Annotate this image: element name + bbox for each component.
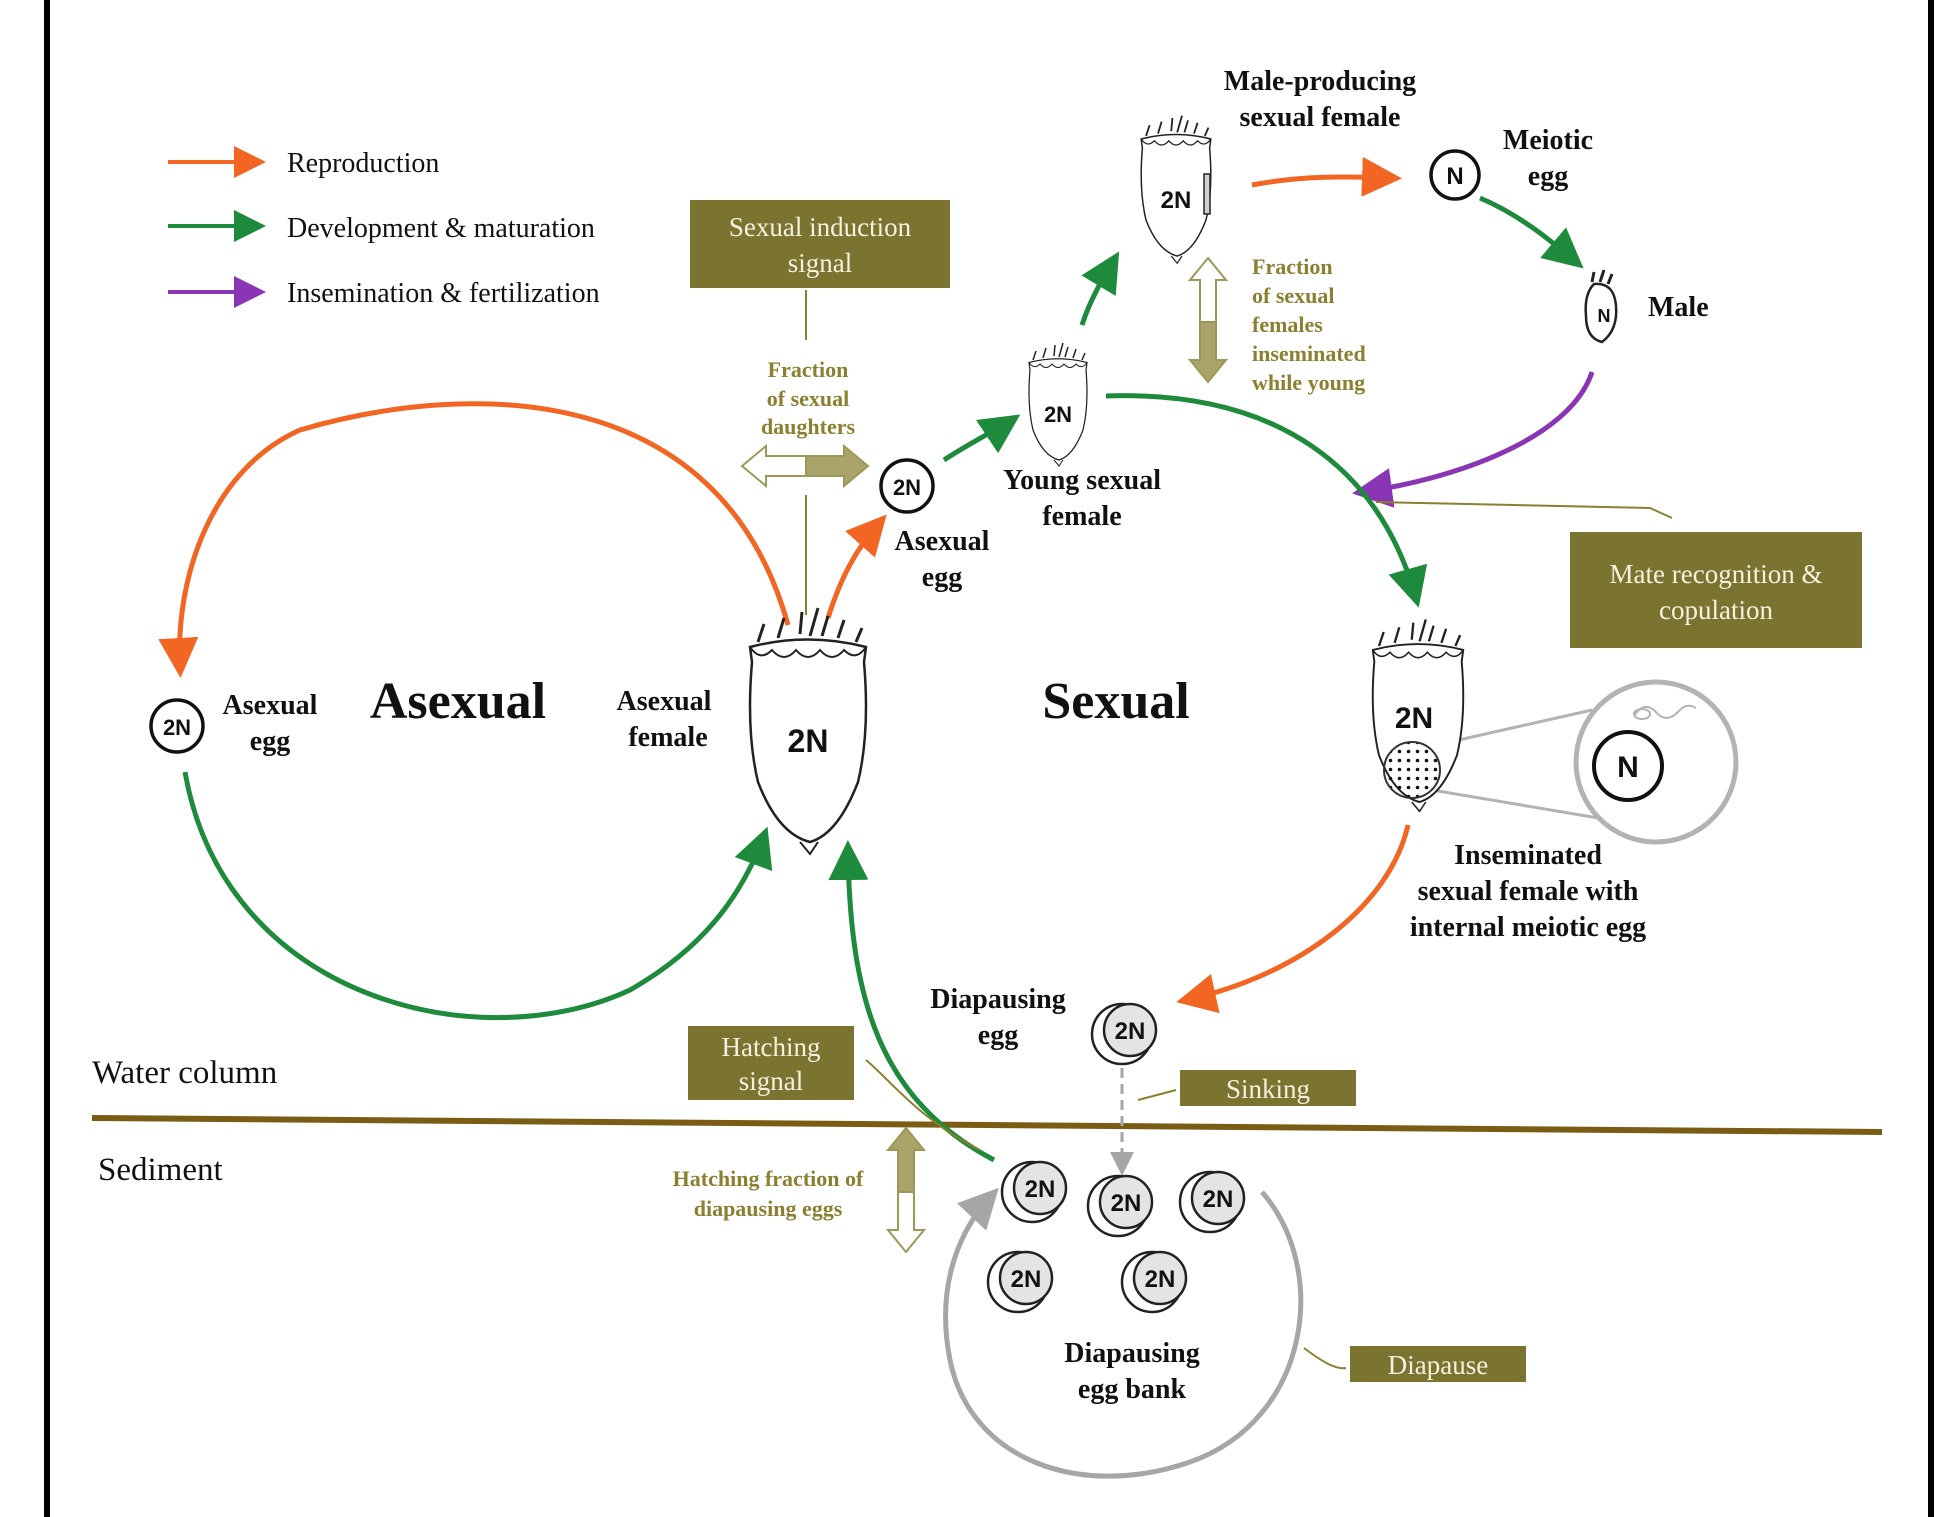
connector-lines xyxy=(805,290,1673,1370)
zoom-line-bottom xyxy=(1431,788,1623,824)
young-female-label-2: female xyxy=(1042,501,1121,532)
sinking-label: Sinking xyxy=(1226,1074,1310,1104)
male-producing-label-2: sexual female xyxy=(1240,102,1401,133)
fraction-daughters-line-2: of sexual xyxy=(767,386,850,411)
asexual-egg-production-arrow xyxy=(825,514,887,619)
asexual-title: Asexual xyxy=(370,673,546,730)
asexual-egg-right-label-2: egg xyxy=(922,562,962,593)
legend-development-label: Development & maturation xyxy=(287,213,595,244)
asexual-female-label-2: female xyxy=(628,722,707,753)
inseminated-label-1: Inseminated xyxy=(1454,840,1602,871)
diapausing-egg-label-2: egg xyxy=(978,1020,1018,1051)
sexual-induction-line-2: signal xyxy=(788,248,853,278)
asexual-female-label-1: Asexual xyxy=(617,686,712,717)
fraction-females-line-5: while young xyxy=(1252,370,1365,395)
internal-meiotic-egg xyxy=(1383,741,1441,799)
young-to-inseminated-arrow xyxy=(1105,393,1428,608)
fraction-females-line-4: inseminated xyxy=(1252,341,1366,366)
male-ploidy: N xyxy=(1598,306,1611,326)
fraction-daughters-line-3: daughters xyxy=(761,414,856,439)
svg-text:2N: 2N xyxy=(1025,1176,1056,1203)
meiotic-egg xyxy=(1429,149,1481,201)
meiotic-egg-label-1: Meiotic xyxy=(1503,125,1593,156)
fraction-females-arrow xyxy=(1187,256,1229,384)
asexual-egg-right-label-1: Asexual xyxy=(895,526,990,557)
asexual-female-ploidy: 2N xyxy=(788,723,829,759)
diapausing-egg-production-arrow xyxy=(1176,824,1411,1014)
male-label: Male xyxy=(1648,292,1709,323)
legend: Reproduction Development & maturation In… xyxy=(168,146,600,309)
fraction-females-line-3: females xyxy=(1252,312,1323,337)
meiotic-egg-to-male-arrow xyxy=(1479,195,1584,269)
meiotic-egg-ploidy: N xyxy=(1446,163,1463,190)
fraction-females-line-1: Fraction xyxy=(1252,254,1333,279)
hatching-fraction-line-1: Hatching fraction of xyxy=(673,1166,864,1191)
sediment-label: Sediment xyxy=(98,1152,223,1188)
hatching-fraction-arrow xyxy=(885,1126,927,1254)
svg-text:2N: 2N xyxy=(1145,1266,1176,1293)
diapausing-egg-label-1: Diapausing xyxy=(930,984,1065,1015)
asexual-egg-right xyxy=(879,458,935,514)
hatching-signal-box xyxy=(688,1026,854,1100)
mate-recognition-line-2: copulation xyxy=(1659,595,1773,625)
asexual-development-arrow xyxy=(182,771,773,1021)
asexual-reproduction-arrow xyxy=(158,401,791,678)
diapause-box xyxy=(1350,1346,1526,1382)
diapausing-egg: 2N xyxy=(1090,1002,1158,1066)
male-producing-female-marker xyxy=(1203,173,1211,215)
legend-insemination-label: Insemination & fertilization xyxy=(287,278,600,309)
mate-recognition-box xyxy=(1570,532,1862,648)
asexual-egg-right-ploidy: 2N xyxy=(893,475,921,500)
fraction-daughters-line-1: Fraction xyxy=(768,357,849,382)
svg-text:2N: 2N xyxy=(1203,1186,1234,1213)
egg-bank-label-1: Diapausing xyxy=(1064,1338,1199,1369)
bank-egg-2: 2N xyxy=(1086,1174,1154,1238)
haploid-egg-zoomed-label: N xyxy=(1617,751,1639,784)
legend-reproduction-label: Reproduction xyxy=(287,148,439,179)
young-female-label-1: Young sexual xyxy=(1003,465,1161,496)
bank-egg-3: 2N xyxy=(1178,1170,1246,1234)
egg-to-young-female-arrow xyxy=(942,414,1021,463)
hatching-signal-line-2: signal xyxy=(739,1066,804,1096)
inseminated-label-2: sexual female with xyxy=(1418,876,1639,907)
figure-frame xyxy=(44,0,1934,1517)
sexual-induction-box xyxy=(690,200,950,288)
asexual-egg-left-ploidy: 2N xyxy=(163,715,191,740)
hatching-signal-line-1: Hatching xyxy=(722,1032,821,1062)
haploid-egg-zoomed xyxy=(1592,730,1664,802)
asexual-egg-left xyxy=(149,698,205,754)
sediment-boundary-line xyxy=(91,1115,1883,1135)
egg-bank-circle xyxy=(943,1187,1304,1479)
sinking-box xyxy=(1180,1070,1356,1106)
svg-text:2N: 2N xyxy=(1011,1266,1042,1293)
fraction-females-line-2: of sexual xyxy=(1252,283,1335,308)
male-producing-female-ploidy: 2N xyxy=(1161,187,1192,214)
sexual-induction-line-1: Sexual induction xyxy=(729,212,912,242)
inseminated-female-ploidy: 2N xyxy=(1395,702,1433,735)
young-female-ploidy: 2N xyxy=(1044,402,1072,427)
mate-recognition-line-1: Mate recognition & xyxy=(1610,559,1823,589)
meiotic-egg-label-2: egg xyxy=(1528,161,1568,192)
water-column-label: Water column xyxy=(92,1055,277,1091)
bank-egg-4: 2N xyxy=(986,1250,1054,1314)
svg-text:2N: 2N xyxy=(1111,1190,1142,1217)
insemination-arrow xyxy=(1352,371,1595,508)
inseminated-label-3: internal meiotic egg xyxy=(1410,912,1646,943)
sperm-head-icon xyxy=(1633,708,1651,720)
asexual-egg-left-label-1: Asexual xyxy=(223,690,318,721)
bank-egg-1: 2N xyxy=(1000,1160,1068,1224)
svg-text:2N: 2N xyxy=(1115,1018,1146,1045)
diapause-label: Diapause xyxy=(1388,1350,1488,1380)
young-to-male-producing-arrow xyxy=(1079,251,1120,326)
asexual-egg-left-label-2: egg xyxy=(250,726,290,757)
male-producing-label-1: Male-producing xyxy=(1224,66,1416,97)
hatching-fraction-line-2: diapausing eggs xyxy=(694,1196,843,1221)
egg-bank-label-2: egg bank xyxy=(1078,1374,1187,1405)
fraction-daughters-arrow xyxy=(740,443,870,489)
bank-egg-5: 2N xyxy=(1120,1250,1188,1314)
meiotic-egg-production-arrow xyxy=(1251,156,1402,197)
sperm-icon xyxy=(1633,704,1697,719)
sexual-title: Sexual xyxy=(1042,673,1189,730)
